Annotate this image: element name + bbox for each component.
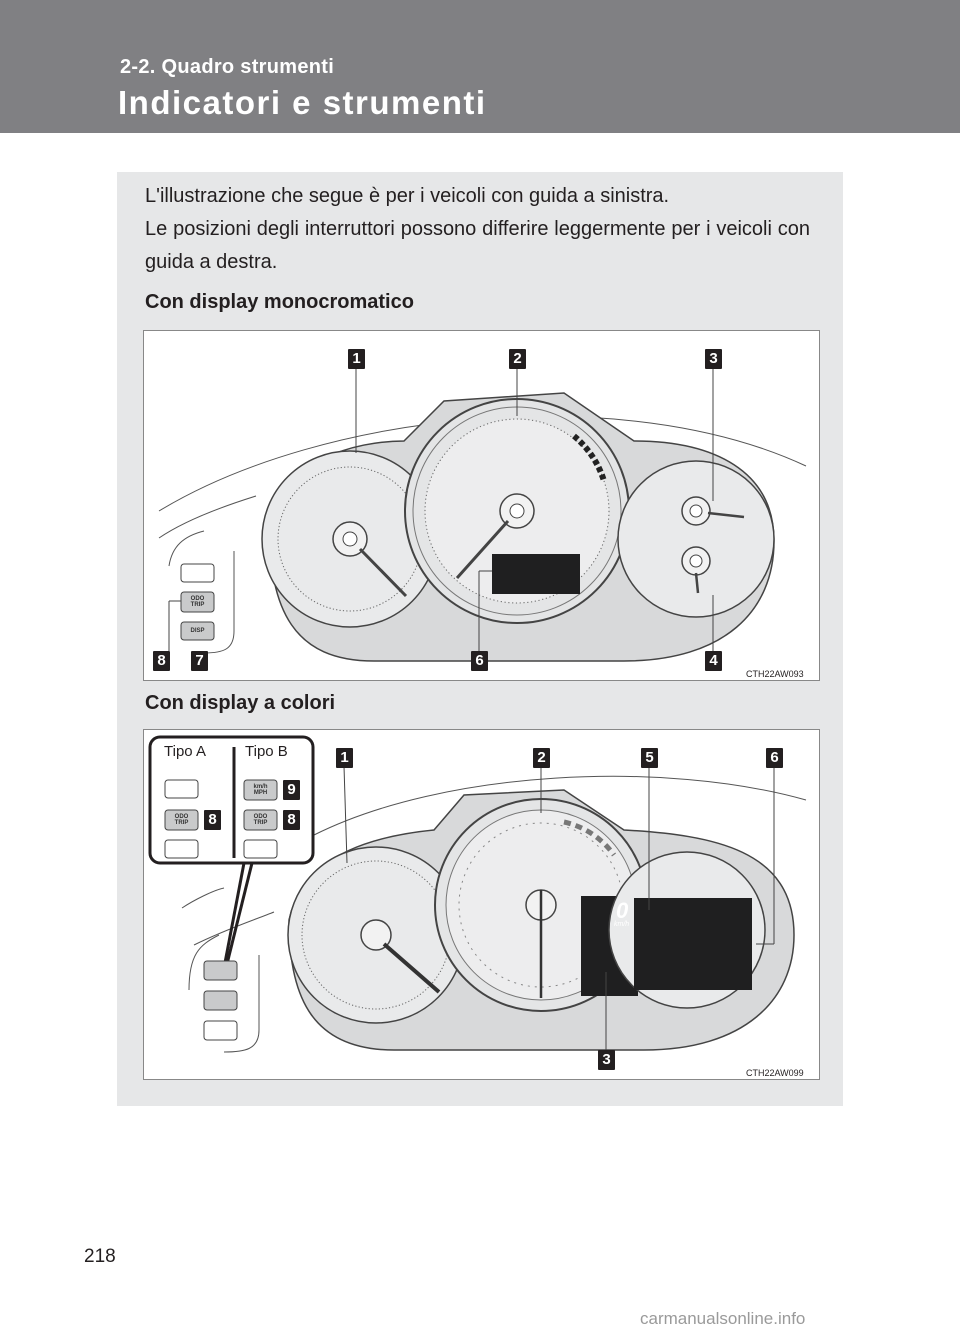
callout-8-b: 8 bbox=[283, 810, 300, 830]
watermark: carmanualsonline.info bbox=[640, 1309, 806, 1328]
intro-text: L'illustrazione che segue è per i veicol… bbox=[145, 180, 810, 279]
page-title: Indicatori e strumenti bbox=[118, 84, 487, 121]
figure2-heading: Con display a colori bbox=[145, 692, 336, 714]
tipo-a-label: Tipo A bbox=[164, 743, 206, 760]
disp-button-label: DISP bbox=[190, 628, 205, 634]
odo-label: ODO bbox=[174, 814, 189, 820]
intro-line-2: Le posizioni degli interruttori possono … bbox=[145, 218, 810, 273]
odo-trip-button-b-label: ODO TRIP bbox=[244, 814, 277, 826]
mph-label: MPH bbox=[253, 790, 268, 796]
callout-3: 3 bbox=[598, 1050, 615, 1070]
speed-unit: km/h bbox=[614, 921, 630, 928]
page-header: 2-2. Quadro strumenti Indicatori e strum… bbox=[0, 0, 960, 133]
odo-trip-button-label: ODO TRIP bbox=[181, 596, 214, 608]
callout-2: 2 bbox=[533, 748, 550, 768]
figure1-heading: Con display monocromatico bbox=[145, 291, 414, 313]
figure-code: CTH22AW093 bbox=[746, 669, 804, 679]
callout-7: 7 bbox=[191, 651, 208, 671]
odo-label: ODO bbox=[253, 814, 268, 820]
callout-3: 3 bbox=[705, 349, 722, 369]
callout-6: 6 bbox=[766, 748, 783, 768]
kmh-mph-button-label: km/h MPH bbox=[244, 784, 277, 796]
section-label: 2-2. Quadro strumenti bbox=[120, 56, 335, 78]
trip-label: TRIP bbox=[174, 820, 189, 826]
page-number: 218 bbox=[84, 1246, 116, 1267]
callout-9: 9 bbox=[283, 780, 300, 800]
callout-4: 4 bbox=[705, 651, 722, 671]
callout-5: 5 bbox=[641, 748, 658, 768]
callout-1: 1 bbox=[348, 349, 365, 369]
cluster-mono-drawing bbox=[158, 369, 807, 662]
tipo-b-label: Tipo B bbox=[245, 743, 288, 760]
digital-speed: 0 bbox=[616, 898, 629, 923]
odo-trip-button-a-label: ODO TRIP bbox=[165, 814, 198, 826]
figure2-illustration: Tipo A Tipo B ODO TRIP km/h MPH ODO TRIP… bbox=[143, 729, 820, 1080]
trip-label: TRIP bbox=[253, 820, 268, 826]
trip-label: TRIP bbox=[190, 602, 205, 608]
callout-2: 2 bbox=[509, 349, 526, 369]
figure-code: CTH22AW099 bbox=[746, 1068, 804, 1078]
callout-8: 8 bbox=[153, 651, 170, 671]
cluster-color-drawing bbox=[148, 735, 807, 1053]
intro-line-1: L'illustrazione che segue è per i veicol… bbox=[145, 185, 670, 207]
figure1-illustration: ODO TRIP DISP 1 2 3 4 6 7 8 CTH22AW093 bbox=[143, 330, 820, 681]
callout-8-a: 8 bbox=[204, 810, 221, 830]
callout-6: 6 bbox=[471, 651, 488, 671]
kmh-label: km/h bbox=[253, 784, 268, 790]
odo-label: ODO bbox=[190, 596, 205, 602]
callout-1: 1 bbox=[336, 748, 353, 768]
